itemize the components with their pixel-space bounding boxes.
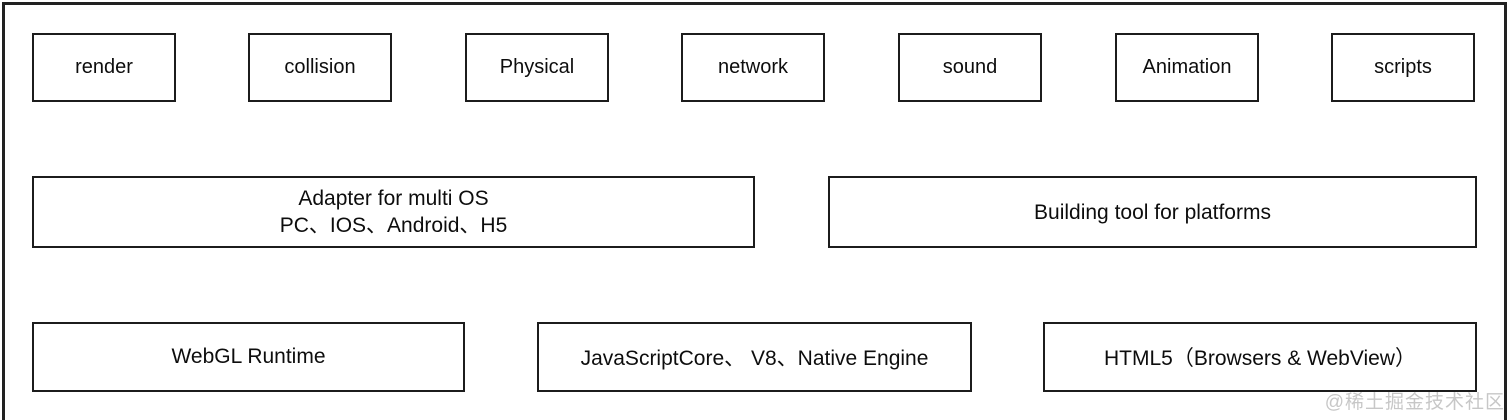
module-box-render: render <box>32 33 176 102</box>
webgl-runtime-box: WebGL Runtime <box>32 322 465 392</box>
module-label-animation: Animation <box>1142 56 1232 78</box>
module-box-collision: collision <box>248 33 392 102</box>
html5-label: HTML5（Browsers & WebView） <box>1104 347 1416 370</box>
adapter-os-box: Adapter for multi OS PC、IOS、Android、H5 <box>32 176 755 248</box>
building-tool-label: Building tool for platforms <box>1034 200 1271 224</box>
module-box-scripts: scripts <box>1331 33 1475 102</box>
juejin-watermark: @稀土掘金技术社区 <box>1324 392 1505 413</box>
module-label-collision: collision <box>284 56 356 78</box>
building-tool-box: Building tool for platforms <box>828 176 1477 248</box>
module-box-animation: Animation <box>1115 33 1259 102</box>
module-label-render: render <box>75 56 133 78</box>
js-engines-box: JavaScriptCore、 V8、Native Engine <box>537 322 972 392</box>
module-label-scripts: scripts <box>1374 56 1432 78</box>
module-box-physical: Physical <box>465 33 609 102</box>
module-label-network: network <box>717 56 789 78</box>
module-box-sound: sound <box>898 33 1042 102</box>
module-label-sound: sound <box>942 56 998 78</box>
adapter-os-line2: PC、IOS、Android、H5 <box>279 214 508 237</box>
html5-box: HTML5（Browsers & WebView） <box>1043 322 1477 392</box>
adapter-os-line1: Adapter for multi OS <box>298 187 489 210</box>
module-box-network: network <box>681 33 825 102</box>
module-label-physical: Physical <box>499 56 575 78</box>
js-engines-label: JavaScriptCore、 V8、Native Engine <box>580 347 929 370</box>
webgl-runtime-label: WebGL Runtime <box>171 345 326 368</box>
